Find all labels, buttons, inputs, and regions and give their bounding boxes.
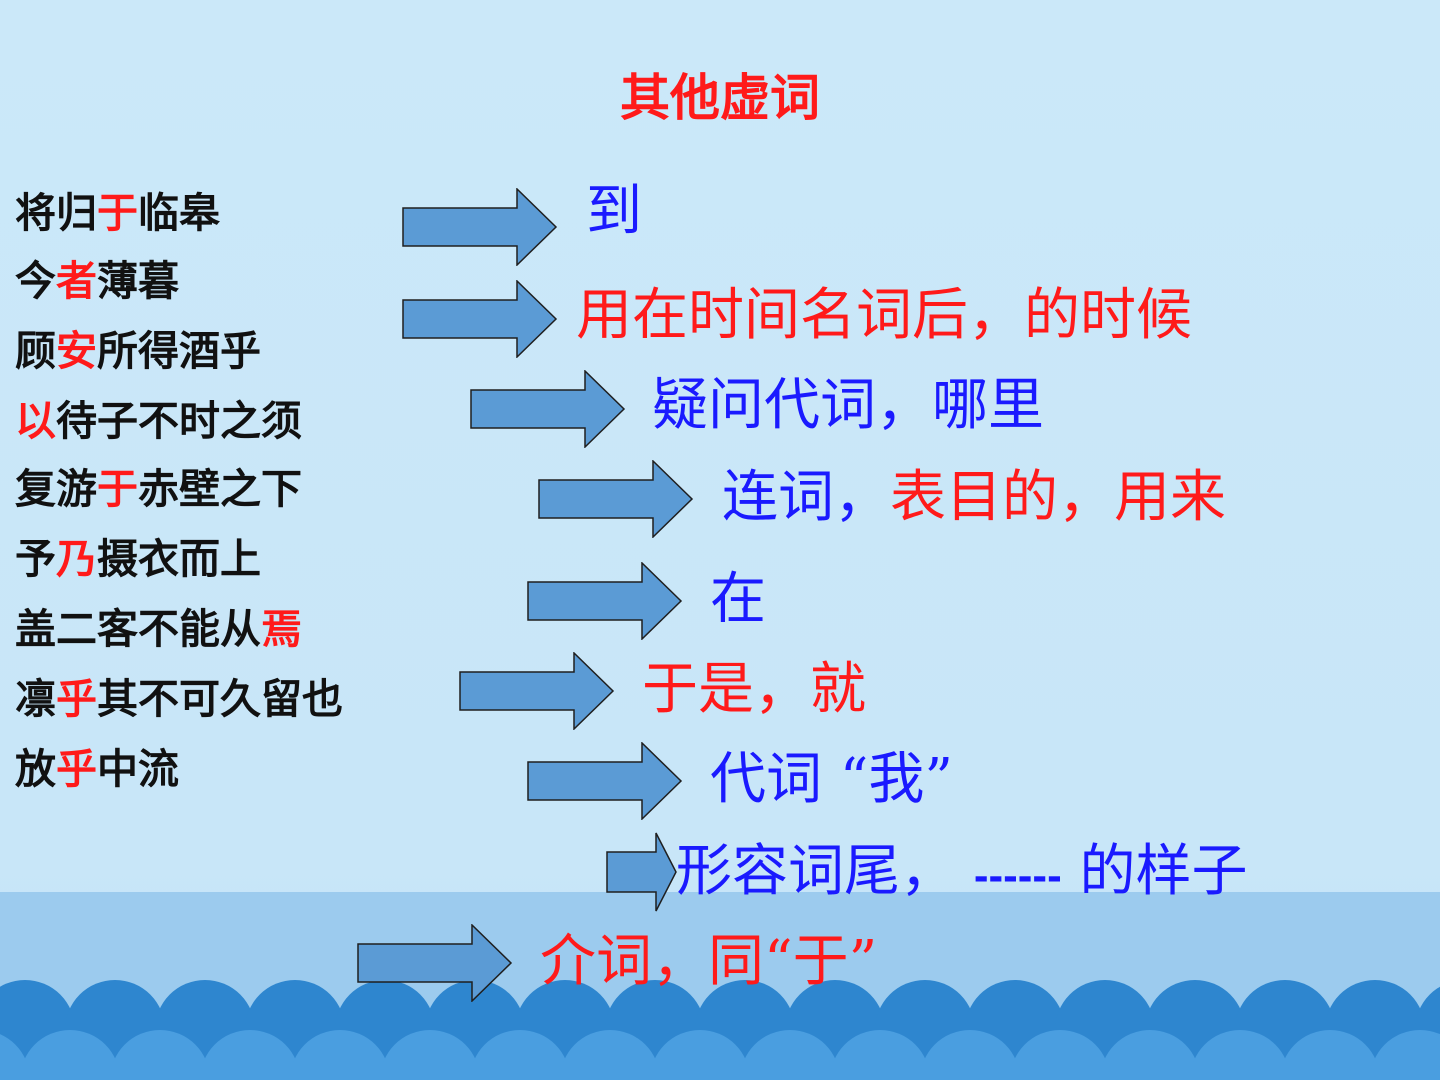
sentence-9: 放乎中流 [15,745,179,793]
right-arrow-icon [527,742,683,820]
wave-scallop [380,1030,480,1080]
sentence-3: 顾安所得酒乎 [15,327,261,375]
meaning-4: 连词，表目的，用来 [722,466,1226,530]
meaning-text: 形容词尾， [676,839,974,904]
meaning-text: 疑问代词，哪里 [652,373,1044,438]
wave-scallop [650,1030,750,1080]
wave-scallop [1370,1030,1440,1080]
wave-scallop [290,1030,390,1080]
right-arrow-icon [606,832,677,912]
wave-decoration [0,980,1440,1080]
sentence-4: 以待子不时之须 [15,397,302,445]
meaning-text: 在 [710,567,766,632]
meaning-9: 介词，同“于” [540,930,877,994]
meaning-text: 介词，同“于” [540,929,878,994]
meaning-text: 表目的，用来 [890,465,1226,530]
wave-scallop [740,1030,840,1080]
sentence-2: 今者薄暮 [15,257,179,305]
right-arrow-icon [538,460,694,538]
right-arrow-icon [470,370,626,448]
meaning-text: 连词， [722,465,890,530]
wave-scallop [1190,1030,1290,1080]
slide-title: 其他虚词 [620,69,820,127]
meaning-text: 到 [586,179,642,244]
wave-scallop [560,1030,660,1080]
sentence-5: 复游于赤壁之下 [15,465,302,513]
wave-scallop [830,1030,930,1080]
right-arrow-icon [402,280,558,358]
meaning-1: 到 [586,180,642,244]
wave-scallop [1010,1030,1110,1080]
meaning-dashes: ------ [973,851,1062,900]
wave-scallop [110,1030,210,1080]
wave-scallop [200,1030,300,1080]
meaning-text: 于是，就 [642,657,866,722]
meaning-5: 在 [710,568,766,632]
sentence-8: 凛乎其不可久留也 [15,675,343,723]
right-arrow-icon [527,562,683,640]
sentence-6: 予乃摄衣而上 [15,535,261,583]
meaning-7: 代词 “我” [710,748,953,812]
right-arrow-icon [357,924,513,1002]
sentence-7: 盖二客不能从焉 [15,605,302,653]
wave-scallop [20,1030,120,1080]
meaning-8: 形容词尾， ------ 的样子 [676,840,1248,908]
sentence-1: 将归于临皋 [15,189,220,237]
meaning-text: 的样子 [1061,839,1248,904]
wave-scallop [1100,1030,1200,1080]
wave-scallop [920,1030,1020,1080]
meaning-text: 代词 “我” [710,747,954,812]
meaning-3: 疑问代词，哪里 [652,374,1044,438]
right-arrow-icon [459,652,615,730]
meaning-6: 于是，就 [642,658,866,722]
right-arrow-icon [402,188,558,266]
wave-scallop [1280,1030,1380,1080]
meaning-text: 用在时间名词后，的时候 [576,283,1192,348]
meaning-2: 用在时间名词后，的时候 [576,284,1192,348]
wave-scallop [470,1030,570,1080]
